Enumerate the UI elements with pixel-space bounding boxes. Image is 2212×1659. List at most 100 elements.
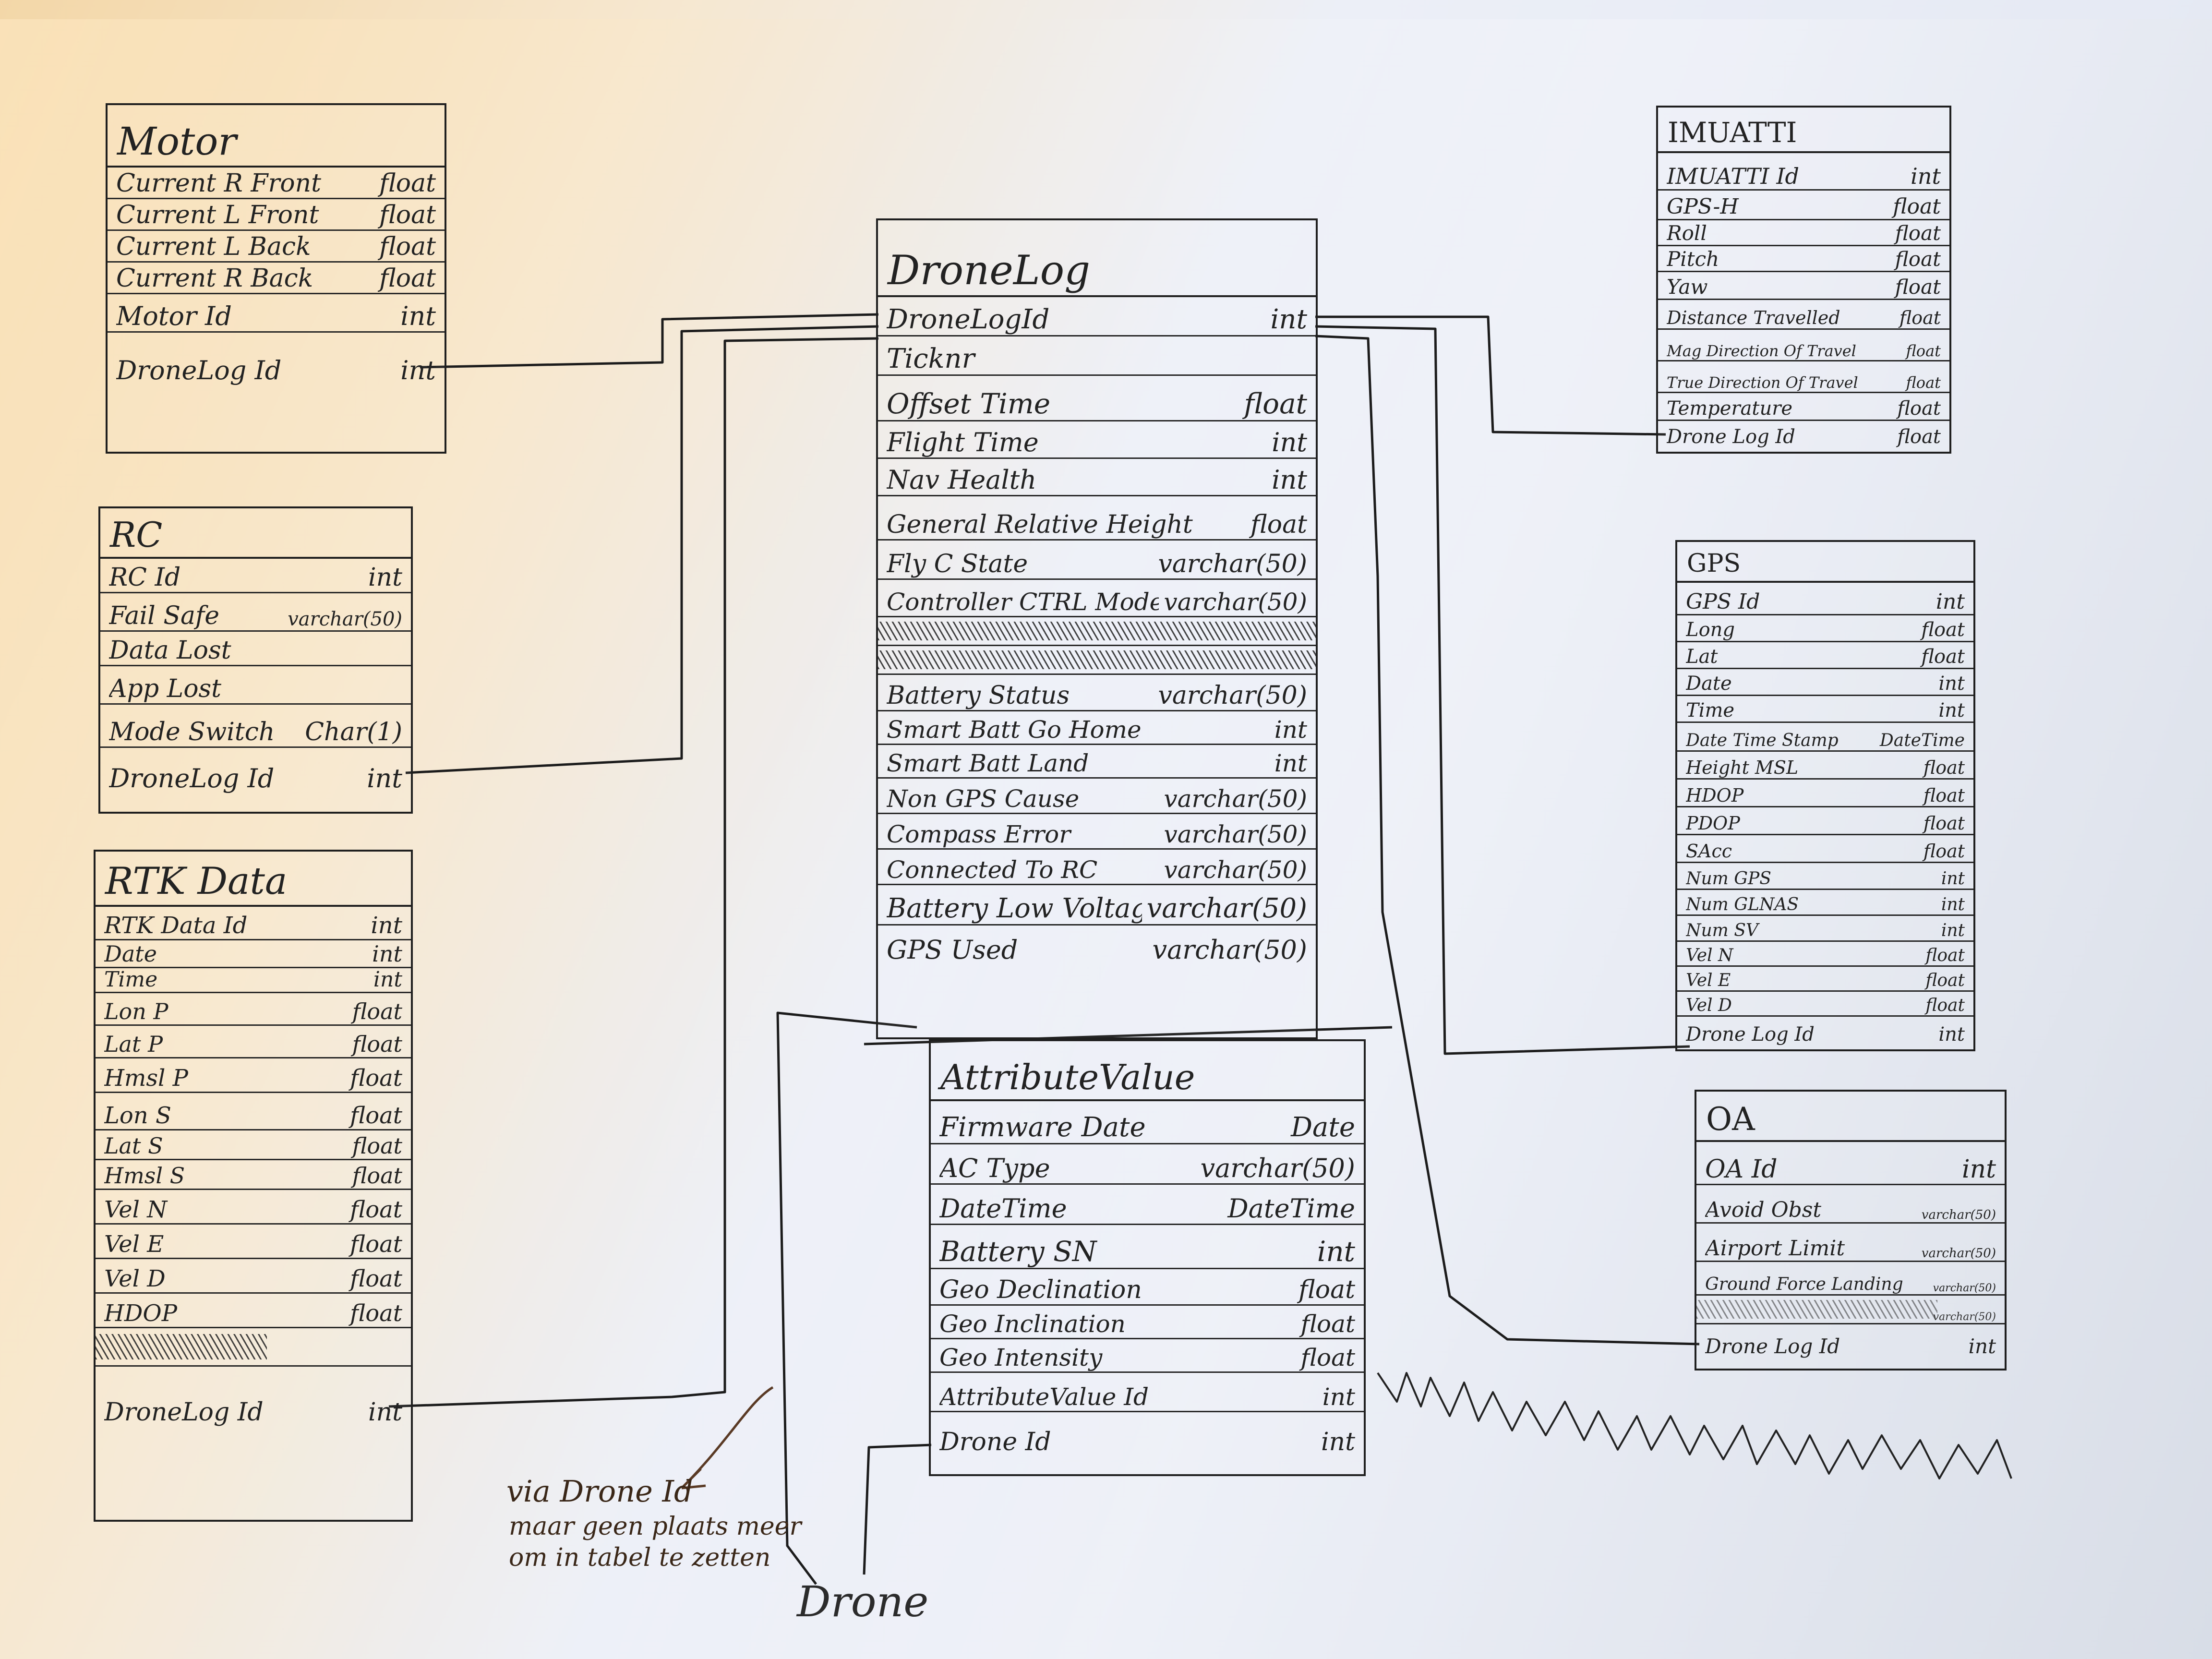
field-row: Firmware Date Date bbox=[931, 1101, 1364, 1144]
field-name: PDOP bbox=[1686, 813, 1740, 834]
field-type: float bbox=[1298, 1275, 1355, 1304]
field-name: Drone Log Id bbox=[1667, 426, 1795, 448]
field-name: Num SV bbox=[1686, 921, 1758, 940]
field-row: Date int bbox=[96, 940, 411, 968]
field-name: Time bbox=[104, 968, 158, 992]
field-type: int bbox=[1322, 1383, 1355, 1411]
field-name: Fail Safe bbox=[109, 601, 219, 630]
field-name: Lat S bbox=[104, 1133, 163, 1159]
field-type: int bbox=[1911, 163, 1941, 189]
field-name: GPS-H bbox=[1667, 194, 1739, 219]
scribble-strike bbox=[878, 621, 1316, 641]
field-name: Geo Inclination bbox=[939, 1310, 1126, 1338]
entity-title: AttributeValue bbox=[931, 1041, 1364, 1101]
field-name: SAcc bbox=[1686, 841, 1732, 862]
field-type: float bbox=[350, 1231, 402, 1258]
scribble-strike bbox=[96, 1334, 267, 1360]
field-type: int bbox=[368, 563, 402, 592]
field-name: Current L Back bbox=[116, 232, 311, 261]
field-name: Vel N bbox=[1686, 946, 1733, 965]
field-type: varchar(50) bbox=[1158, 550, 1307, 578]
entity-title: RTK Data bbox=[96, 852, 411, 907]
field-name: Time bbox=[1686, 699, 1735, 721]
field-type: Date bbox=[1291, 1112, 1355, 1143]
field-type: float bbox=[1895, 247, 1941, 271]
field-type: int bbox=[372, 941, 402, 967]
field-name: AttributeValue Id bbox=[939, 1383, 1149, 1411]
field-type: float bbox=[1925, 996, 1965, 1015]
field-type: float bbox=[379, 201, 436, 229]
field-name: Battery Status bbox=[887, 681, 1070, 710]
field-name: AC Type bbox=[939, 1153, 1050, 1183]
field-name: Lon P bbox=[104, 998, 168, 1024]
field-name: Date Time Stamp bbox=[1686, 731, 1839, 750]
field-name: Lat bbox=[1686, 646, 1718, 668]
field-type: float bbox=[350, 1102, 402, 1129]
field-row: AttributeValue Id int bbox=[931, 1373, 1364, 1412]
field-type: varchar(50) bbox=[1146, 893, 1307, 924]
field-type: int bbox=[1961, 1155, 1996, 1184]
field-type: Char(1) bbox=[305, 718, 402, 746]
field-type: float bbox=[1906, 342, 1941, 360]
field-name: Vel E bbox=[1686, 971, 1731, 990]
field-name: DroneLog Id bbox=[109, 763, 275, 793]
field-type: varchar(50) bbox=[1933, 1282, 1996, 1294]
entity-title: IMUATTI bbox=[1658, 108, 1949, 153]
field-type: float bbox=[1300, 1344, 1355, 1371]
note-drone: Drone bbox=[797, 1577, 929, 1626]
field-type: varchar(50) bbox=[1164, 856, 1307, 884]
field-row: Data Lost bbox=[100, 632, 411, 666]
field-type: float bbox=[1923, 841, 1965, 862]
field-type: varchar(50) bbox=[1164, 820, 1307, 848]
field-type: float bbox=[352, 1031, 402, 1057]
field-name: DroneLogId bbox=[887, 304, 1050, 335]
entity-attributevalue: AttributeValue Firmware Date Date AC Type… bbox=[929, 1039, 1366, 1476]
field-type: int bbox=[1270, 304, 1307, 335]
struck-field-row: varchar(50) bbox=[1696, 1296, 2005, 1324]
field-type: int bbox=[1941, 869, 1965, 889]
field-type: int bbox=[1274, 749, 1307, 777]
field-name: Vel D bbox=[104, 1265, 166, 1292]
field-name: DroneLog Id bbox=[104, 1398, 264, 1427]
field-name: Yaw bbox=[1667, 275, 1708, 299]
field-name: Date bbox=[104, 941, 157, 967]
field-name: Drone Id bbox=[939, 1428, 1051, 1456]
field-type: varchar(50) bbox=[1164, 785, 1307, 813]
field-name: Ground Force Landing bbox=[1705, 1274, 1903, 1294]
field-type: int bbox=[1938, 699, 1965, 721]
field-type: int bbox=[1317, 1235, 1355, 1268]
field-name: GPS Used bbox=[887, 935, 1018, 965]
field-type: varchar(50) bbox=[1164, 588, 1307, 616]
field-name: Firmware Date bbox=[939, 1112, 1146, 1143]
field-name: Drone Log Id bbox=[1705, 1334, 1840, 1358]
field-name: HDOP bbox=[1686, 785, 1744, 806]
